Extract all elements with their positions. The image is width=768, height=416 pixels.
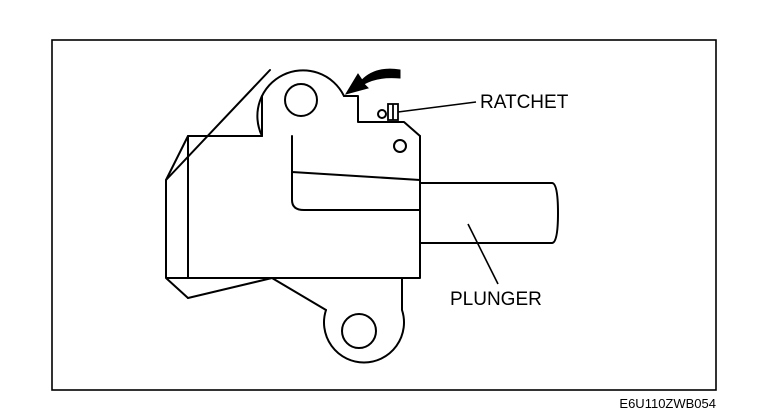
housing-lower-slope	[187, 277, 327, 311]
plunger-body	[419, 182, 559, 244]
lower-mount-hole	[341, 313, 377, 349]
plunger-leader-line	[467, 223, 499, 285]
housing-left-side	[165, 135, 189, 299]
lower-mount-lug	[323, 277, 405, 364]
housing-upper-slope	[165, 69, 271, 181]
ratchet-pin-hole	[393, 139, 407, 153]
ratchet-small-hole	[377, 109, 387, 119]
upper-mount-lug	[256, 69, 345, 137]
ratchet-leader-line	[397, 101, 477, 113]
figure-frame	[51, 39, 717, 391]
ratchet-plate	[343, 95, 421, 137]
rotation-arrow-icon	[344, 68, 401, 95]
ratchet-label: RATCHET	[480, 92, 569, 113]
ratchet-plate-inner	[291, 135, 421, 211]
housing-body	[187, 135, 421, 279]
upper-mount-hole	[284, 83, 318, 117]
figure-code: E6U110ZWB054	[619, 396, 716, 411]
plunger-label: PLUNGER	[450, 289, 542, 310]
